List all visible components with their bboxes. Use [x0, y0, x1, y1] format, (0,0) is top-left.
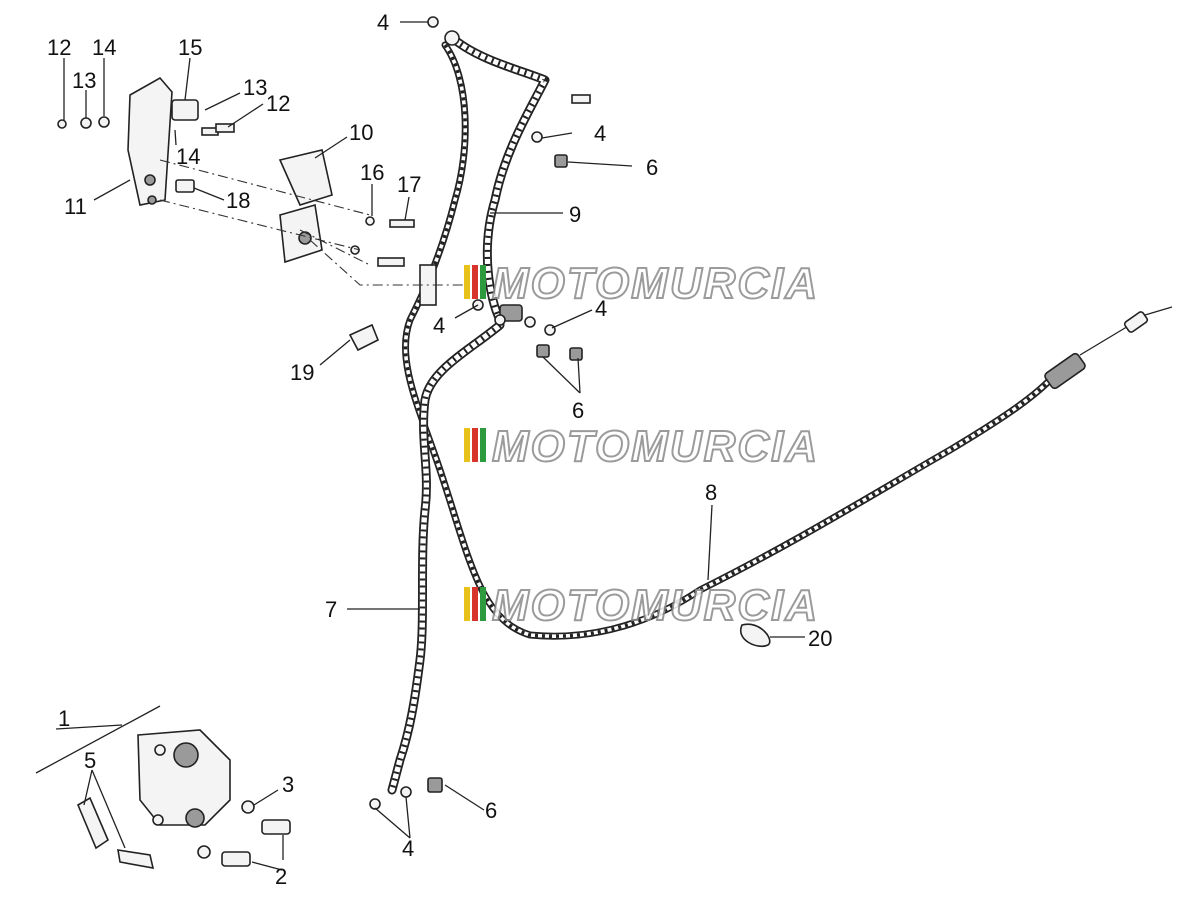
callout-7: 7: [325, 597, 337, 622]
caliper-bolts: [197, 800, 291, 867]
callout-19: 19: [290, 360, 314, 385]
callout-4: 4: [595, 296, 607, 321]
part-19: [348, 323, 380, 352]
watermark-stripe: [464, 265, 470, 299]
callout-13: 13: [243, 75, 267, 100]
callout-5: 5: [84, 748, 96, 773]
callout-labels: 1 2 3 4 4 4 4 4 5 6 6 6 7 8 9 10 11 12 1…: [47, 10, 832, 889]
callout-14: 14: [92, 35, 116, 60]
callout-3: 3: [282, 772, 294, 797]
callout-4: 4: [433, 313, 445, 338]
callout-13: 13: [72, 68, 96, 93]
callout-4: 4: [402, 836, 414, 861]
watermark-stripe: [464, 587, 470, 621]
watermark-stripe: [480, 428, 486, 462]
callout-14: 14: [176, 144, 200, 169]
callout-1: 1: [58, 706, 70, 731]
callout-11: 11: [64, 194, 87, 219]
brake-pads-5: [76, 796, 155, 870]
callout-6: 6: [572, 398, 584, 423]
callout-12: 12: [266, 91, 290, 116]
hose-clip-20: [739, 623, 771, 647]
part-18: [175, 179, 195, 193]
callout-8: 8: [705, 480, 717, 505]
watermark-middle: MOTOMURCIA: [464, 421, 819, 472]
small-hardware: [57, 116, 415, 267]
watermark-top: MOTOMURCIA: [464, 258, 819, 309]
brake-hose-9: [450, 35, 550, 325]
watermark-text: MOTOMURCIA: [492, 581, 819, 630]
caliper-assembly-1: [137, 729, 231, 828]
callout-18: 18: [226, 188, 250, 213]
bracket-11: [127, 76, 173, 206]
watermark-stripe: [480, 265, 486, 299]
cable-end-fitting-right: [1044, 306, 1173, 390]
union-bolts: [369, 16, 583, 810]
connector-lines: [159, 159, 470, 286]
watermark-text: MOTOMURCIA: [492, 259, 819, 308]
brake-hose-7: [387, 320, 505, 795]
callout-15: 15: [178, 35, 202, 60]
brake-cable-long: [401, 41, 1054, 640]
watermark-text: MOTOMURCIA: [492, 422, 819, 471]
callout-4: 4: [594, 121, 606, 146]
callout-10: 10: [349, 120, 373, 145]
callout-17: 17: [397, 172, 421, 197]
leader-lines: [35, 21, 805, 871]
part-15: [171, 99, 199, 121]
valve-10: [278, 149, 333, 264]
callout-2: 2: [275, 864, 287, 889]
watermark-bottom: MOTOMURCIA: [464, 580, 819, 631]
callout-4: 4: [377, 10, 389, 35]
watermark-stripe: [472, 587, 478, 621]
callout-6: 6: [485, 798, 497, 823]
callout-6: 6: [646, 155, 658, 180]
watermark-stripe: [480, 587, 486, 621]
watermark-stripe: [472, 265, 478, 299]
callout-16: 16: [360, 160, 384, 185]
callout-20: 20: [808, 626, 832, 651]
callout-9: 9: [569, 202, 581, 227]
callout-12: 12: [47, 35, 71, 60]
watermark-stripe: [472, 428, 478, 462]
watermark-stripe: [464, 428, 470, 462]
